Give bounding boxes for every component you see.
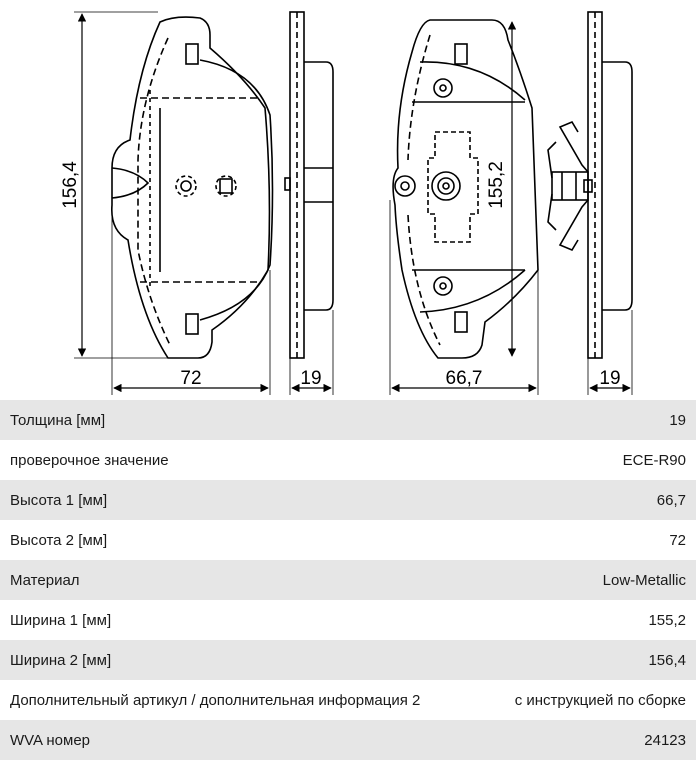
dim-height-right: 155,2 (486, 161, 507, 209)
spec-label: WVA номер (0, 720, 482, 760)
spec-value: ECE-R90 (481, 440, 696, 480)
spec-value: Low-Metallic (481, 560, 696, 600)
dim-height-left: 156,4 (60, 161, 81, 209)
spec-label: Материал (0, 560, 482, 600)
spec-value: 19 (481, 400, 696, 440)
dim-width-left: 72 (180, 368, 201, 389)
spec-value: 72 (481, 520, 696, 560)
spec-label: Дополнительный артикул / дополнительная … (0, 680, 482, 720)
spec-value: 24123 (481, 720, 696, 760)
spec-label: Толщина [мм] (0, 400, 482, 440)
table-row: Ширина 1 [мм] 155,2 (0, 600, 696, 640)
table-row: WVA номер 24123 (0, 720, 696, 760)
spec-label: Высота 2 [мм] (0, 520, 482, 560)
spec-value: 156,4 (481, 640, 696, 680)
table-row: Высота 2 [мм] 72 (0, 520, 696, 560)
right-pad-front-view (392, 19, 539, 359)
specifications-table: Толщина [мм] 19 проверочное значение ECE… (0, 400, 696, 760)
dimension-lines (74, 11, 633, 395)
spec-value: 66,7 (481, 480, 696, 520)
spec-label: Высота 1 [мм] (0, 480, 482, 520)
spec-label: Ширина 2 [мм] (0, 640, 482, 680)
right-pad-side-view (547, 11, 633, 359)
left-pad-front-view (111, 16, 274, 359)
table-row: Ширина 2 [мм] 156,4 (0, 640, 696, 680)
brake-pad-technical-drawing: 156,4 72 19 155,2 66,7 19 (60, 11, 633, 395)
spec-value: с инструкцией по сборке (481, 680, 696, 720)
dim-thickness-left: 19 (300, 368, 321, 389)
table-row: Высота 1 [мм] 66,7 (0, 480, 696, 520)
table-row: проверочное значение ECE-R90 (0, 440, 696, 480)
dim-width-right: 66,7 (446, 368, 483, 389)
spec-label: проверочное значение (0, 440, 482, 480)
left-pad-side-view (284, 11, 334, 359)
table-row: Материал Low-Metallic (0, 560, 696, 600)
table-row: Дополнительный артикул / дополнительная … (0, 680, 696, 720)
dim-thickness-right: 19 (599, 368, 620, 389)
table-row: Толщина [мм] 19 (0, 400, 696, 440)
spec-value: 155,2 (481, 600, 696, 640)
spec-label: Ширина 1 [мм] (0, 600, 482, 640)
